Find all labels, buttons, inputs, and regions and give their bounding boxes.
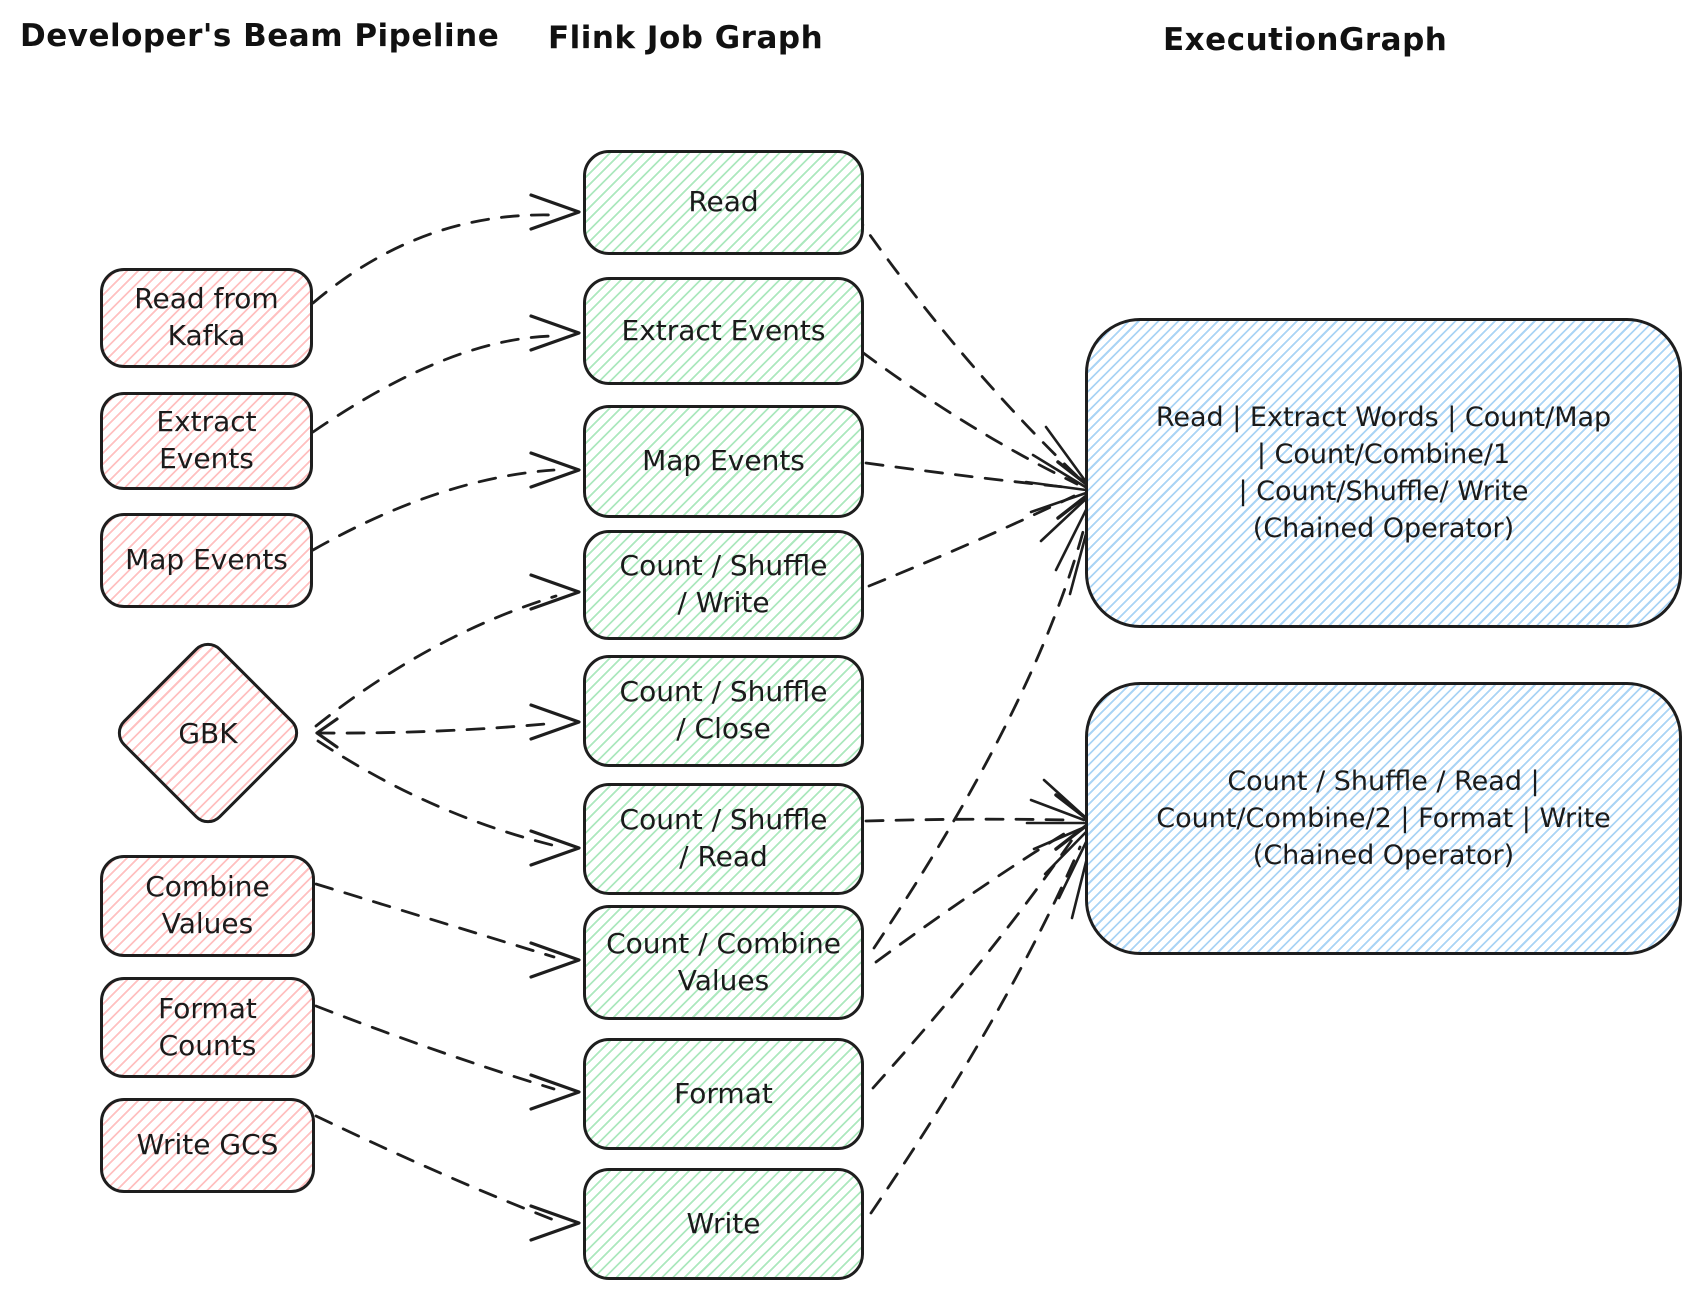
edge-writegcs-write <box>314 1114 556 1222</box>
flink-node-count-combine-values: Count / Combine Values <box>583 905 864 1020</box>
exec-node-chained-operator-2: Count / Shuffle / Read | Count/Combine/2… <box>1085 682 1682 955</box>
column-header-flink: Flink Job Graph <box>548 20 824 56</box>
edge-gbk-csread <box>316 739 558 848</box>
arrowhead <box>529 1073 581 1111</box>
flink-node-count-shuffle-close: Count / Shuffle / Close <box>583 655 864 767</box>
flink-to-execution-edges <box>851 209 1089 1215</box>
edge-extract-op1 <box>860 350 1079 486</box>
edge-combine-countcombine <box>314 882 556 959</box>
gbk-label: GBK <box>178 716 238 750</box>
edge-gbk-csclose <box>315 721 558 735</box>
edge-gbk-cswrite <box>314 594 558 728</box>
edge-read-op1 <box>851 209 1082 481</box>
edge-kafka-read <box>311 213 554 305</box>
beam-node-write-gcs: Write GCS <box>100 1098 315 1193</box>
arrowhead <box>529 1204 581 1242</box>
beam-node-map-events: Map Events <box>100 513 313 608</box>
flink-node-count-shuffle-read: Count / Shuffle / Read <box>583 783 864 895</box>
beam-node-gbk: GBK <box>110 635 306 831</box>
beam-node-read-from-kafka: Read from Kafka <box>100 268 313 368</box>
arrowhead <box>529 451 581 489</box>
beam-node-combine-values: Combine Values <box>100 855 315 957</box>
edge-write-op2 <box>869 845 1082 1215</box>
arrowhead <box>529 703 581 741</box>
flink-node-map-events: Map Events <box>583 405 864 518</box>
column-header-execution: ExecutionGraph <box>1163 22 1448 58</box>
arrowhead <box>529 829 581 867</box>
column-header-beam: Developer's Beam Pipeline <box>20 18 500 54</box>
beam-to-flink-edges <box>311 213 558 1222</box>
beam-node-format-counts: Format Counts <box>100 977 315 1078</box>
edge-countcombine-op1 <box>872 515 1089 950</box>
edge-formatcounts-format <box>314 1004 556 1091</box>
flink-arrowheads <box>315 193 581 1242</box>
flink-node-count-shuffle-write: Count / Shuffle / Write <box>583 530 864 640</box>
edge-csread-op2 <box>864 817 1072 823</box>
arrowhead <box>529 941 581 979</box>
convergence-arrowheads-op2 <box>1025 778 1093 920</box>
convergence-arrowheads-op1 <box>1024 425 1096 596</box>
edge-map-map <box>311 468 556 552</box>
flink-node-extract-events: Extract Events <box>583 277 864 385</box>
exec-node-chained-operator-1: Read | Extract Words | Count/Map | Count… <box>1085 318 1682 628</box>
flink-node-format: Format <box>583 1038 864 1150</box>
beam-node-extract-events: Extract Events <box>100 392 313 490</box>
gbk-tail-mark <box>315 717 339 749</box>
edge-cswrite-op1 <box>867 494 1076 588</box>
arrowhead <box>529 193 581 231</box>
edge-extract-extract <box>311 334 556 434</box>
arrowhead <box>529 573 581 611</box>
flink-node-write: Write <box>583 1168 864 1280</box>
arrowhead <box>529 314 581 352</box>
flink-node-read: Read <box>583 150 864 255</box>
edge-countcombine-op2 <box>874 827 1074 964</box>
